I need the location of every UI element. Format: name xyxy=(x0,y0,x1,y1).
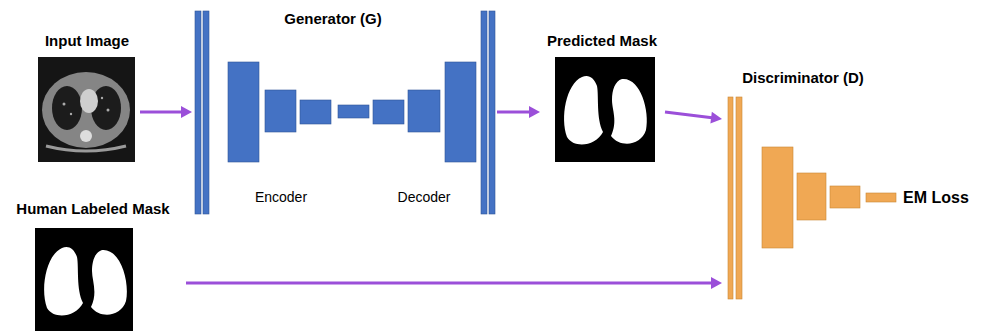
ct-background xyxy=(38,57,135,162)
ct-vessel xyxy=(70,113,72,115)
node-heading: Predicted Mask xyxy=(547,32,657,49)
layer-block xyxy=(866,193,896,202)
generator-network: Generator (G) Encoder Decoder xyxy=(192,6,497,218)
flow-arrow xyxy=(140,106,192,118)
ct-heart xyxy=(80,89,98,113)
layer-bar xyxy=(203,11,209,214)
layer-bar xyxy=(489,11,495,214)
node-heading: Human Labeled Mask xyxy=(16,200,169,217)
flow-arrow xyxy=(497,106,540,118)
discriminator-network: Discriminator (D) EM Loss xyxy=(722,66,987,302)
arrow-line xyxy=(186,282,712,285)
ct-vessel xyxy=(63,103,66,106)
layer-block xyxy=(300,100,331,124)
node-heading: Discriminator (D) xyxy=(742,69,864,86)
discriminator-layers xyxy=(728,97,896,299)
layer-block xyxy=(408,90,440,132)
arrow-head xyxy=(711,277,722,289)
mask-background xyxy=(35,228,133,331)
layer-block xyxy=(228,62,259,162)
layer-block xyxy=(797,173,826,220)
ct-vessel xyxy=(101,97,103,99)
layer-block xyxy=(373,100,404,124)
layer-block xyxy=(762,147,793,248)
predicted-mask-image xyxy=(555,57,655,162)
layer-block xyxy=(265,90,296,132)
arrow-head xyxy=(529,106,540,118)
arrow-line xyxy=(665,112,712,118)
layer-block xyxy=(830,186,860,208)
human-labeled-mask: Human Labeled Mask xyxy=(4,198,186,332)
ct-body xyxy=(42,72,130,148)
predicted-mask: Predicted Mask xyxy=(540,30,665,165)
ct-table xyxy=(46,146,126,151)
layer-bar xyxy=(736,97,742,299)
ct-spine xyxy=(80,130,92,142)
layer-bar xyxy=(481,11,487,214)
arrow-head xyxy=(710,112,722,124)
flow-arrow xyxy=(186,277,722,289)
node-label: Decoder xyxy=(398,189,451,205)
node-heading: Input Image xyxy=(45,32,129,49)
node-label: Encoder xyxy=(255,189,307,205)
lung-mask xyxy=(611,79,647,144)
ct-image xyxy=(38,57,135,162)
ct-vessel xyxy=(107,109,110,112)
node-label: EM Loss xyxy=(903,189,969,207)
layer-bar xyxy=(195,11,201,214)
input-image: Input Image xyxy=(34,30,140,165)
mask-background xyxy=(555,57,655,162)
human-mask-image xyxy=(35,228,133,331)
lung-mask xyxy=(91,250,127,315)
arrow-line xyxy=(140,111,182,114)
lung-mask xyxy=(564,76,603,145)
flow-arrow xyxy=(665,112,722,124)
node-heading: Generator (G) xyxy=(284,10,382,27)
arrow-line xyxy=(497,111,530,114)
layer-block xyxy=(445,62,476,162)
ct-lung xyxy=(52,86,82,130)
layer-bar xyxy=(728,97,733,299)
generator-layers xyxy=(195,11,495,214)
arrow-head xyxy=(181,106,192,118)
lung-mask xyxy=(44,247,83,316)
layer-block xyxy=(338,105,369,118)
